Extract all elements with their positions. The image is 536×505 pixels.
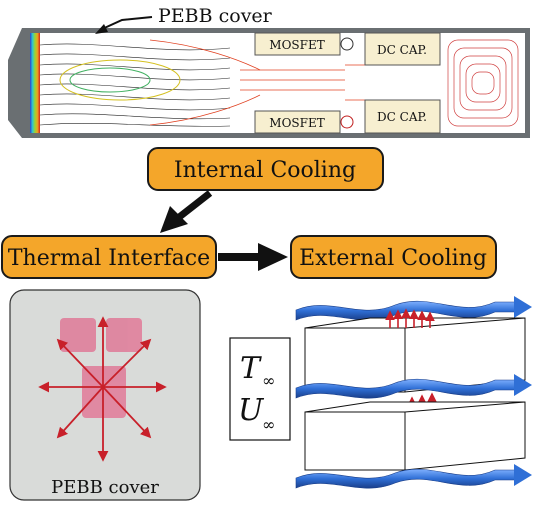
flow-ribbon-top xyxy=(295,300,521,321)
cover-label-top: PEBB cover xyxy=(158,5,273,27)
flow-ribbon-bottom xyxy=(295,468,521,489)
upper-block-front xyxy=(304,327,406,393)
internal-cooling-box xyxy=(147,147,384,191)
ambient-box xyxy=(229,337,291,441)
small-vortex-top xyxy=(340,37,354,51)
arrow-internal-to-thermal-shaft xyxy=(175,190,213,221)
cover-pointer-line xyxy=(99,16,153,31)
external-stack xyxy=(295,296,532,489)
heat-arrows-top xyxy=(385,308,435,328)
inlet-gradient xyxy=(30,33,40,133)
external-cooling-label: External Cooling xyxy=(299,246,487,271)
mosfet-top-label: MOSFET xyxy=(269,38,324,52)
dccap-top-block xyxy=(364,32,441,66)
internal-cooling-label: Internal Cooling xyxy=(174,158,356,183)
heat-sources xyxy=(60,318,142,418)
source-bottom xyxy=(82,366,126,418)
source-top-right xyxy=(106,318,142,352)
vortex-green xyxy=(69,67,151,93)
thermal-interface-label: Thermal Interface xyxy=(8,246,210,271)
lower-block-front xyxy=(304,411,406,471)
external-cooling-box xyxy=(290,235,497,279)
dccap-bottom-block xyxy=(364,99,441,134)
dccap-top-label: DC CAP. xyxy=(377,43,427,57)
source-top-left xyxy=(60,318,96,352)
flow-ribbon-top-head xyxy=(514,296,532,318)
dccap-bottom-label: DC CAP. xyxy=(377,110,427,124)
spreading-arrows xyxy=(38,316,167,462)
streamlines-left xyxy=(39,43,231,127)
mosfet-top-block xyxy=(254,32,341,56)
flow-ribbon-bottom-head xyxy=(514,464,532,486)
cover-label-bottom: PEBB cover xyxy=(51,477,159,498)
small-vortex-bottom xyxy=(340,115,354,129)
u-subscript: ∞ xyxy=(262,415,275,434)
t-subscript: ∞ xyxy=(262,371,275,390)
vortex-yellow xyxy=(59,59,181,101)
pebb-cross-section: MOSFET MOSFET DC CAP. DC CAP. xyxy=(8,28,530,138)
arrow-internal-to-thermal-head xyxy=(160,206,188,233)
arrow-thermal-to-external-head xyxy=(258,243,288,271)
mosfet-bottom-block xyxy=(254,110,341,134)
right-vortex xyxy=(447,39,519,127)
u-symbol: U xyxy=(238,393,265,428)
mosfet-bottom-label: MOSFET xyxy=(269,116,324,130)
cover-pointer-head xyxy=(95,24,108,34)
t-symbol: T xyxy=(240,351,262,386)
upper-block-side xyxy=(404,317,526,393)
thermal-interface-box xyxy=(1,235,217,279)
lower-block-side xyxy=(404,401,526,471)
flow-ribbon-middle-head xyxy=(514,374,532,396)
